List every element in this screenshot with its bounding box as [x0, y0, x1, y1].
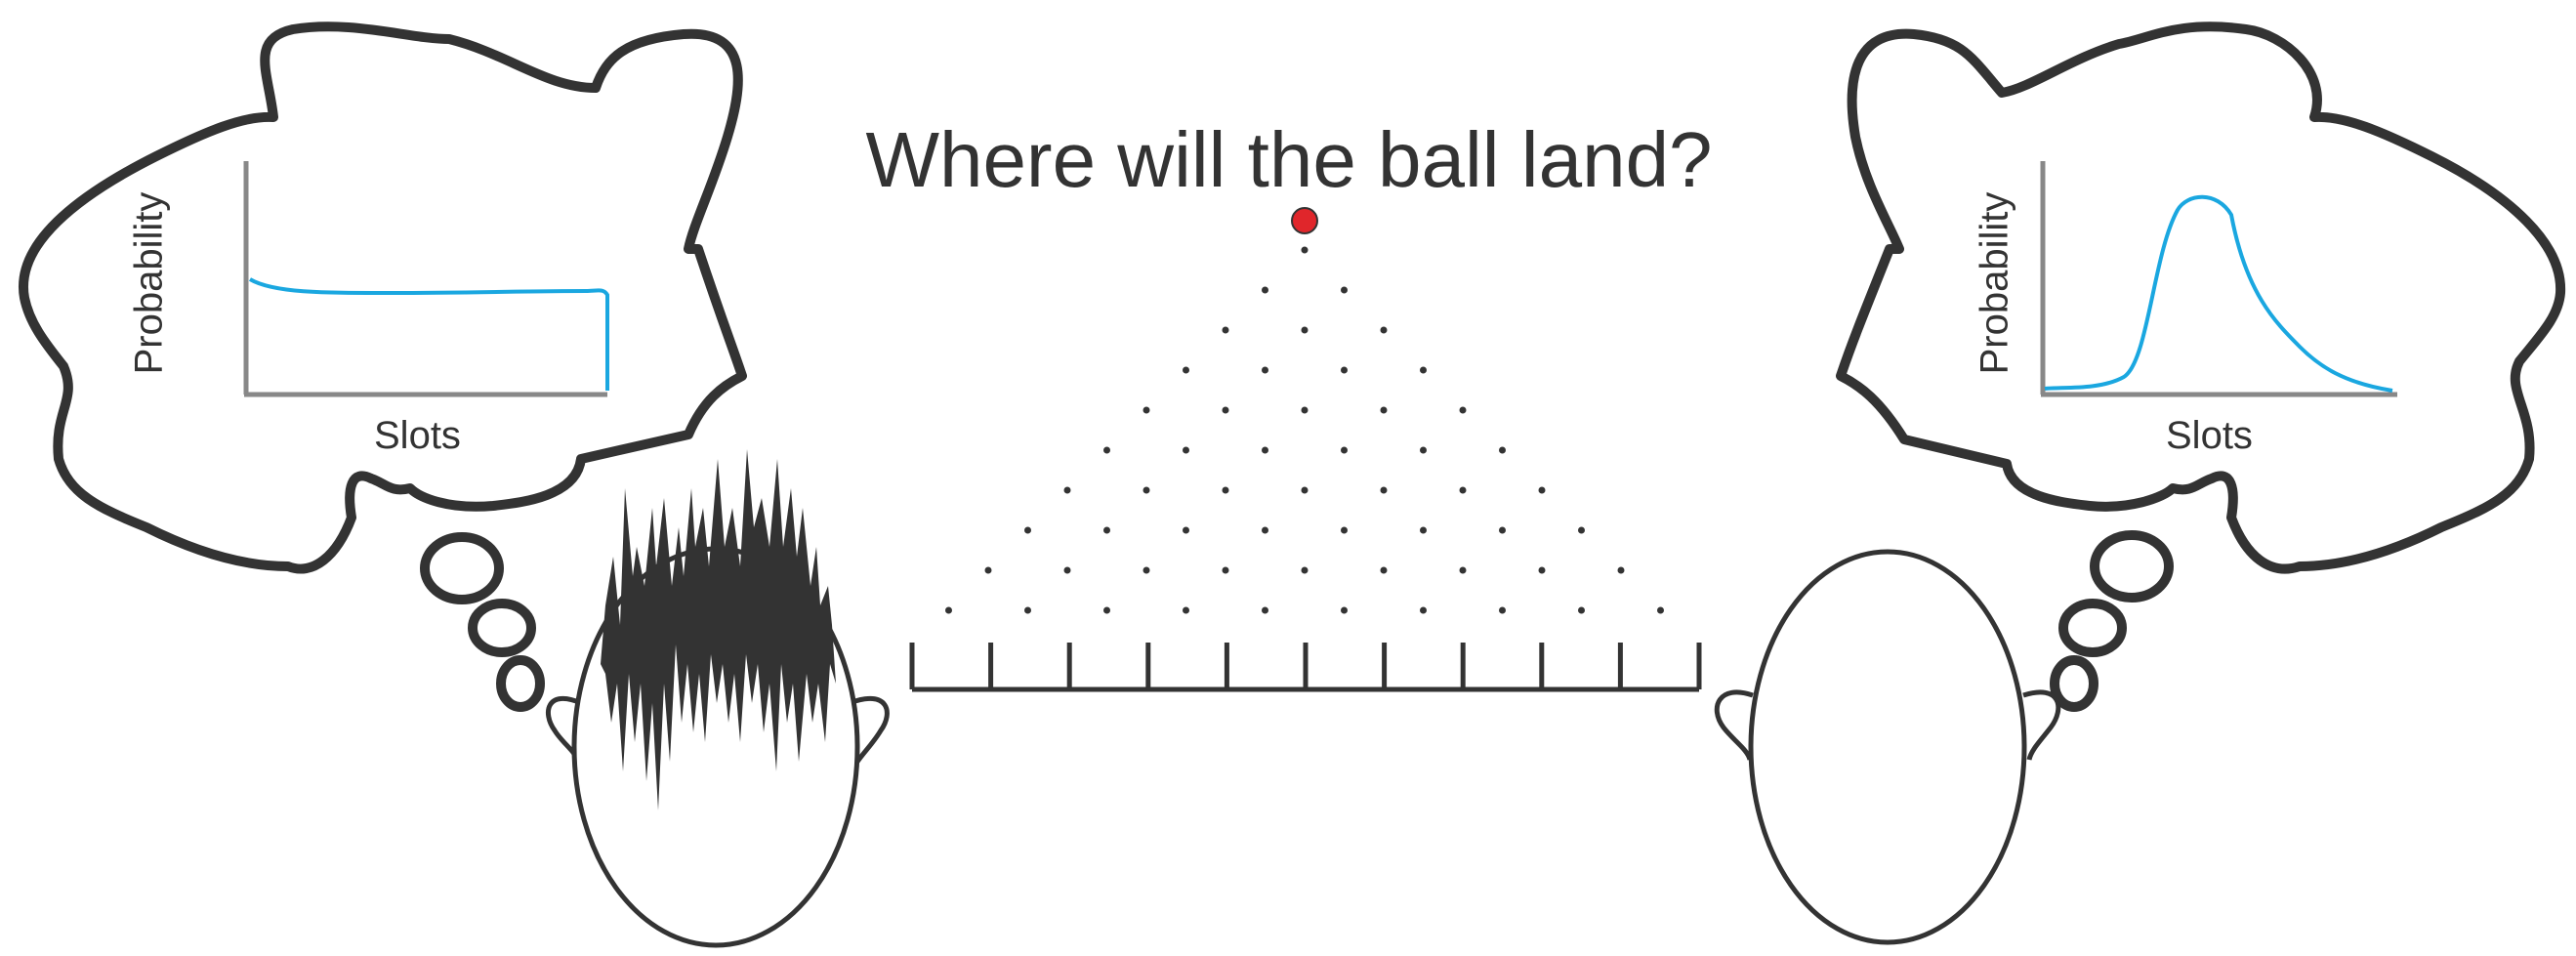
peg [1578, 527, 1585, 534]
peg [1341, 287, 1348, 294]
peg [1420, 367, 1427, 374]
ball [1292, 208, 1317, 233]
left-probability-curve [250, 279, 607, 391]
peg [1183, 367, 1189, 374]
peg [1499, 527, 1506, 534]
peg [1499, 447, 1506, 454]
peg [1420, 607, 1427, 614]
peg [1460, 567, 1467, 574]
peg [1578, 607, 1585, 614]
peg [1420, 527, 1427, 534]
peg [1262, 607, 1268, 614]
left-graph-ylabel: Probability [128, 192, 172, 375]
right-ear-left [1717, 692, 1753, 760]
right-graph-ylabel: Probability [1974, 192, 2017, 375]
peg [1341, 447, 1348, 454]
peg [1223, 407, 1229, 414]
peg [1618, 567, 1625, 574]
title: Where will the ball land? [859, 115, 1719, 205]
right-graph [2041, 161, 2397, 395]
peg [1341, 367, 1348, 374]
peg [1103, 447, 1110, 454]
peg [1262, 447, 1268, 454]
peg [1302, 487, 1309, 494]
peg-grid [945, 247, 1664, 614]
left-graph [244, 161, 607, 395]
peg [1024, 527, 1031, 534]
peg [1539, 567, 1546, 574]
peg [1499, 607, 1506, 614]
peg [1103, 527, 1110, 534]
left-thought-bubble-small [501, 660, 540, 707]
right-graph-xlabel: Slots [2166, 414, 2253, 458]
peg [1262, 287, 1268, 294]
right-ear-right [2023, 692, 2058, 760]
right-thought-bubble-medium [2063, 603, 2122, 652]
peg [1302, 247, 1309, 254]
peg [1341, 607, 1348, 614]
peg [1460, 407, 1467, 414]
peg [1183, 607, 1189, 614]
peg [985, 567, 992, 574]
peg [1381, 327, 1388, 334]
right-thought-bubble-large [2095, 535, 2169, 598]
peg [1143, 407, 1150, 414]
left-person [548, 449, 887, 945]
right-head [1751, 552, 2024, 942]
peg [1381, 567, 1388, 574]
slot-bins [912, 643, 1699, 689]
peg [1143, 567, 1150, 574]
peg [1103, 607, 1110, 614]
peg [1024, 607, 1031, 614]
left-thought-bubble-large [425, 537, 499, 600]
peg [1064, 487, 1071, 494]
peg [1223, 487, 1229, 494]
peg [1420, 447, 1427, 454]
peg [1460, 487, 1467, 494]
peg [1381, 407, 1388, 414]
peg [1223, 567, 1229, 574]
peg [1183, 447, 1189, 454]
peg [1539, 487, 1546, 494]
right-thought-cloud [1841, 26, 2560, 568]
peg [1302, 567, 1309, 574]
right-person [1717, 552, 2058, 942]
peg [1657, 607, 1664, 614]
peg [1381, 487, 1388, 494]
peg [1302, 327, 1309, 334]
peg [1183, 527, 1189, 534]
peg [1262, 367, 1268, 374]
right-probability-curve [2045, 197, 2392, 391]
peg [1341, 527, 1348, 534]
right-thought-bubble-small [2055, 660, 2094, 707]
left-graph-xlabel: Slots [374, 414, 461, 458]
peg [1143, 487, 1150, 494]
peg [1223, 327, 1229, 334]
peg [1262, 527, 1268, 534]
left-thought-bubble-medium [473, 603, 531, 652]
peg [1302, 407, 1309, 414]
peg [1064, 567, 1071, 574]
peg [945, 607, 952, 614]
